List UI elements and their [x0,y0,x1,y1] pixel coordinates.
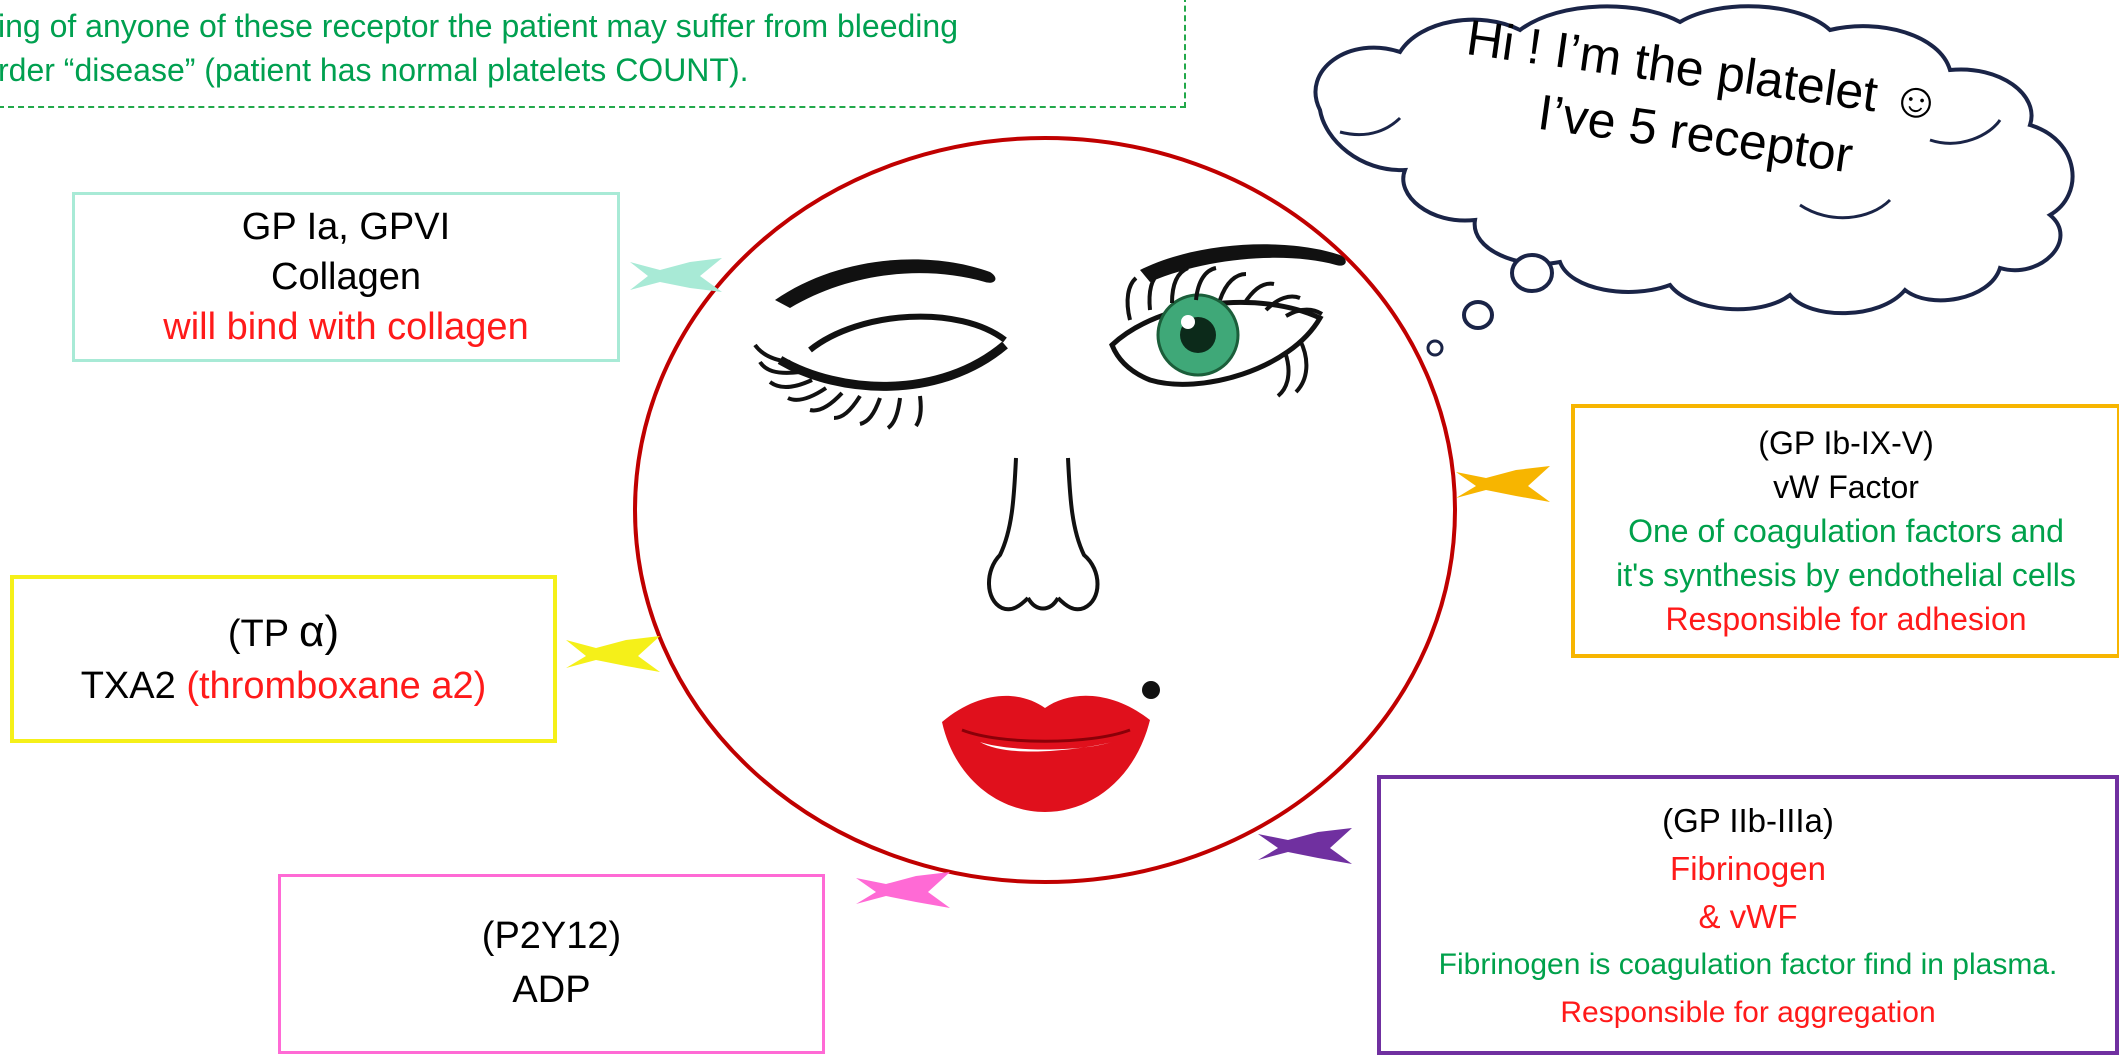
p2y12-ligand: ADP [512,963,590,1017]
thought-bubble-large [1512,255,1552,291]
vwf-desc-1: One of coagulation factors and [1628,509,2064,553]
tpa-alpha: α [299,607,324,656]
fib-receptor-name: (GP IIb-IIIa) [1662,797,1834,845]
fib-ligand-1: Fibrinogen [1670,845,1826,893]
tpa-name-suffix: ) [324,607,339,656]
fib-receptor-connector [1258,828,1352,864]
vwf-role: Responsible for adhesion [1665,597,2026,641]
p2y12-receptor-box: (P2Y12) ADP [278,874,825,1054]
tpa-ligand-note: (thromboxane a2) [186,665,486,707]
vwf-receptor-connector [1456,466,1550,502]
collagen-ligand: Collagen [271,252,421,302]
fib-ligand-2: & vWF [1699,893,1798,941]
p2y12-receptor-connector [856,872,950,908]
fibrinogen-receptor-box: (GP IIb-IIIa) Fibrinogen & vWF Fibrinoge… [1377,775,2119,1055]
tpa-receptor-connector [566,636,660,672]
p2y12-receptor-name: (P2Y12) [482,909,621,963]
collagen-receptor-connector [630,258,722,292]
collagen-note: will bind with collagen [163,302,528,352]
tpa-ligand-line: TXA2 (thromboxane a2) [81,660,487,712]
thought-bubble-medium [1464,302,1492,328]
tpa-ligand: TXA2 [81,665,187,707]
tpa-receptor-box: (TP α) TXA2 (thromboxane a2) [10,575,557,743]
tpa-receptor-name: (TP α) [228,606,339,660]
eye-highlight [1181,315,1195,329]
beauty-mark [1142,681,1160,699]
tpa-name-prefix: (TP [228,613,299,655]
thought-bubble-small [1428,341,1442,355]
fib-desc: Fibrinogen is coagulation factor find in… [1439,941,2058,989]
vwf-receptor-box: (GP Ib-IX-V) vW Factor One of coagulatio… [1571,404,2119,658]
collagen-receptor-box: GP Ia, GPVI Collagen will bind with coll… [72,192,620,362]
vwf-receptor-name: (GP Ib-IX-V) [1758,421,1933,465]
fib-role: Responsible for aggregation [1560,989,1935,1037]
vwf-desc-2: it's synthesis by endothelial cells [1616,553,2076,597]
vwf-ligand: vW Factor [1773,465,1919,509]
collagen-receptor-name: GP Ia, GPVI [242,202,450,252]
